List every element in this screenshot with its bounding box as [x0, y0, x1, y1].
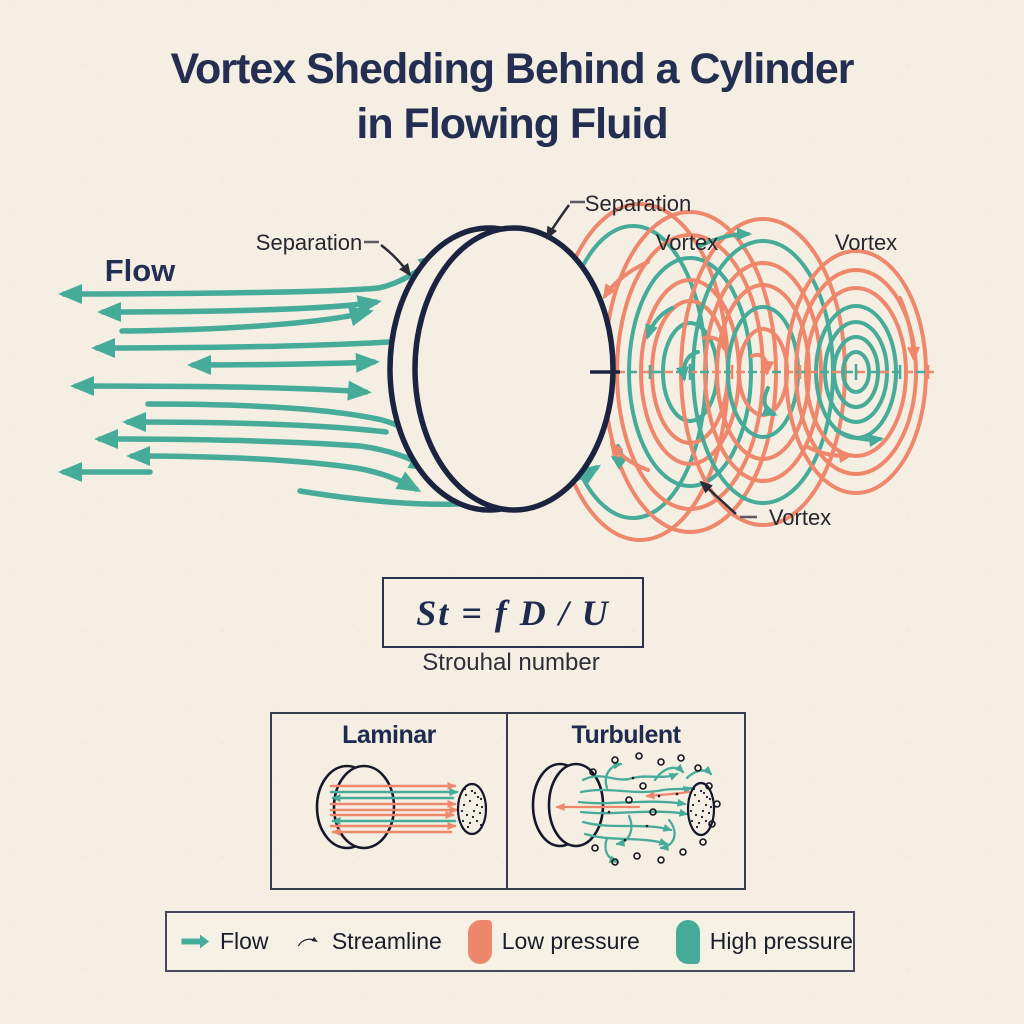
vortex-label-1: Vortex — [656, 230, 718, 255]
turbulent-dots — [588, 752, 721, 866]
separation-label-left: Separation — [256, 230, 362, 255]
laminar-lines — [329, 782, 458, 836]
low-pressure-swatch-icon — [467, 919, 492, 964]
streamline-arrow-icon — [297, 936, 318, 946]
flow-label: Flow — [105, 253, 176, 288]
turbulent-drawing — [531, 752, 721, 866]
laminar-section: Laminar — [272, 714, 508, 888]
laminar-wake-speckle — [456, 782, 487, 836]
page-title: Vortex Shedding Behind a Cylinder in Flo… — [0, 42, 1024, 151]
vortex-label-bottom: Vortex — [769, 505, 831, 530]
flow-arrow-icon — [181, 934, 210, 949]
legend-low-pressure-label: Low pressure — [501, 928, 640, 954]
annotation-pointers — [364, 200, 757, 519]
strouhal-equation: St = f D / U — [416, 592, 610, 633]
legend-flow-label: Flow — [219, 928, 269, 954]
title-line-1: Vortex Shedding Behind a Cylinder — [170, 45, 855, 93]
flow-regime-panel: Laminar — [270, 712, 746, 890]
cylinder — [387, 225, 620, 513]
laminar-cylinder — [315, 764, 395, 850]
turbulent-title: Turbulent — [571, 721, 681, 749]
high-pressure-swatch-icon — [675, 919, 700, 964]
strouhal-formula-box: St = f D / U — [382, 577, 644, 648]
strouhal-caption: Strouhal number — [422, 649, 600, 676]
separation-label-top: Separation — [585, 191, 691, 216]
title-line-2: in Flowing Fluid — [356, 99, 668, 148]
vortex-arrows — [602, 227, 920, 472]
turbulent-specks — [607, 776, 678, 842]
laminar-title: Laminar — [342, 721, 436, 749]
legend-high-pressure-label: High pressure — [709, 928, 853, 954]
legend-streamline-label: Streamline — [331, 928, 442, 954]
legend: Flow Streamline Low pressure High pressu… — [165, 911, 855, 972]
turbulent-wake-speckle — [686, 781, 715, 837]
turbulent-section: Turbulent — [508, 714, 744, 888]
vortex-label-2: Vortex — [835, 230, 897, 255]
laminar-drawing — [315, 764, 487, 850]
wake-centerline — [614, 364, 934, 380]
